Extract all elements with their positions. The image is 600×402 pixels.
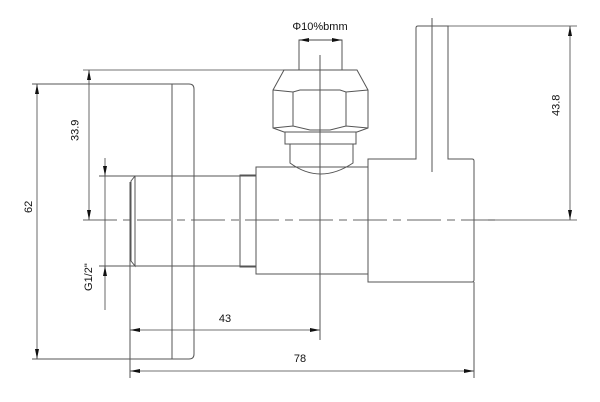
dimension-outlet-length: 43 bbox=[130, 313, 320, 332]
label-outlet-length: 43 bbox=[219, 313, 231, 325]
dimension-thread: G1/2" bbox=[83, 158, 107, 310]
dimension-total-height: 62 bbox=[23, 84, 39, 359]
valve-handle bbox=[367, 25, 475, 378]
dimension-flange-to-center: 33.9 bbox=[69, 69, 284, 220]
dimension-pipe-diameter: Φ10%bmm bbox=[292, 21, 348, 42]
label-handle-height: 43.8 bbox=[550, 95, 562, 116]
centerlines bbox=[83, 18, 500, 340]
label-flange-to-center: 33.9 bbox=[69, 120, 81, 141]
flange bbox=[32, 83, 195, 360]
dimension-handle-height: 43.8 bbox=[448, 25, 577, 221]
label-total-length: 78 bbox=[294, 353, 306, 365]
label-total-height: 62 bbox=[23, 201, 35, 213]
thread-nipple bbox=[99, 175, 256, 378]
label-pipe-diameter: Φ10%bmm bbox=[292, 21, 347, 33]
label-thread: G1/2" bbox=[83, 263, 95, 291]
dimension-total-length: 78 bbox=[130, 353, 474, 373]
